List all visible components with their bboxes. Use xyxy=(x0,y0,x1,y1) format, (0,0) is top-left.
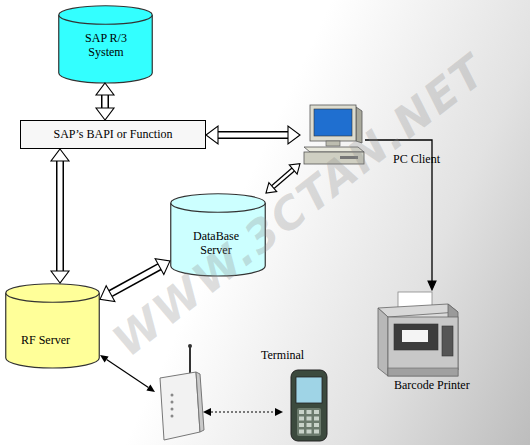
terminal-key xyxy=(299,417,304,421)
status-led xyxy=(171,408,174,411)
database-cylinder: SAP R/3 System xyxy=(58,5,153,83)
arrow-head xyxy=(275,408,283,416)
arrow-head xyxy=(288,126,300,144)
box-outline xyxy=(21,121,206,149)
arrow-head xyxy=(266,183,277,193)
connector xyxy=(51,149,69,283)
terminal-body xyxy=(291,370,327,441)
connector-outline xyxy=(273,169,293,187)
arrow-head xyxy=(203,408,211,416)
process-box: SAP’s BAPI or Function xyxy=(20,120,206,149)
terminal-keypad xyxy=(297,408,321,436)
arrow-head xyxy=(96,108,114,120)
connector xyxy=(266,164,300,193)
node-label: SAP’s BAPI or Function xyxy=(20,127,206,141)
wire-line xyxy=(107,360,149,388)
terminal-key xyxy=(314,423,319,427)
node-label: Terminal xyxy=(261,348,341,362)
radio-link-wire xyxy=(100,355,155,392)
terminal-key xyxy=(299,430,304,434)
connector-outline xyxy=(218,131,288,139)
connector xyxy=(206,126,300,144)
terminal-key xyxy=(314,417,319,421)
arrow-head xyxy=(289,164,300,174)
cylinder-top xyxy=(6,284,100,303)
arrow-head xyxy=(100,286,115,302)
node-label: Barcode Printer xyxy=(394,378,514,392)
connector-outline xyxy=(111,267,160,294)
arrow-head xyxy=(51,271,69,283)
label-window xyxy=(394,324,438,350)
connector-inner xyxy=(111,267,160,294)
antenna-tip xyxy=(188,344,192,348)
arrow-head xyxy=(100,355,109,362)
printer-base xyxy=(388,368,458,376)
connector-inner xyxy=(58,161,63,271)
connector-outline xyxy=(56,161,64,271)
terminal-key xyxy=(307,430,312,434)
connector xyxy=(100,259,170,302)
cylinder-body xyxy=(6,293,100,368)
status-led xyxy=(171,401,174,404)
arrow-head xyxy=(51,149,69,161)
printer-top xyxy=(378,304,458,317)
terminal-key xyxy=(314,430,319,434)
arrow-head xyxy=(206,126,218,144)
printer-front xyxy=(378,308,388,376)
terminal-key xyxy=(307,417,312,421)
node-outline xyxy=(285,368,333,443)
control-panel xyxy=(442,326,453,356)
connector xyxy=(96,83,114,120)
connector-outline xyxy=(101,95,109,108)
node-outline xyxy=(372,290,462,378)
connector-inner xyxy=(273,169,293,187)
terminal-key xyxy=(314,410,319,414)
arrow-head xyxy=(96,83,114,95)
access-point-side xyxy=(196,372,204,432)
status-led xyxy=(171,415,174,418)
printer-body xyxy=(388,317,458,376)
node-label: RF Server xyxy=(21,333,96,347)
connector-inner xyxy=(218,133,288,138)
barcode-printer: Barcode Printer xyxy=(372,290,462,378)
cylinder-top xyxy=(59,6,153,25)
access-point-body xyxy=(160,372,200,440)
access-point xyxy=(160,344,204,440)
node-label: SAP R/3 System xyxy=(75,31,137,59)
arrow-head xyxy=(146,385,155,392)
arrow-head xyxy=(428,281,436,290)
dotted-line xyxy=(211,411,275,412)
terminal-key xyxy=(299,410,304,414)
monitor-screen xyxy=(314,109,352,136)
connector-inner xyxy=(103,95,108,108)
label-strip xyxy=(402,330,428,342)
wireless-link xyxy=(203,408,283,416)
node-outline xyxy=(5,283,100,368)
cylinder-body xyxy=(59,15,153,83)
terminal-screen xyxy=(296,377,322,403)
terminal-key xyxy=(307,423,312,427)
terminal-key xyxy=(299,423,304,427)
terminal-key xyxy=(307,410,312,414)
server-cylinder: RF Server xyxy=(5,283,100,368)
connector xyxy=(365,140,436,290)
status-led xyxy=(171,394,174,397)
arrow-head xyxy=(155,259,170,275)
connector-outline xyxy=(365,140,432,281)
handheld-terminal: Terminal xyxy=(285,368,333,443)
